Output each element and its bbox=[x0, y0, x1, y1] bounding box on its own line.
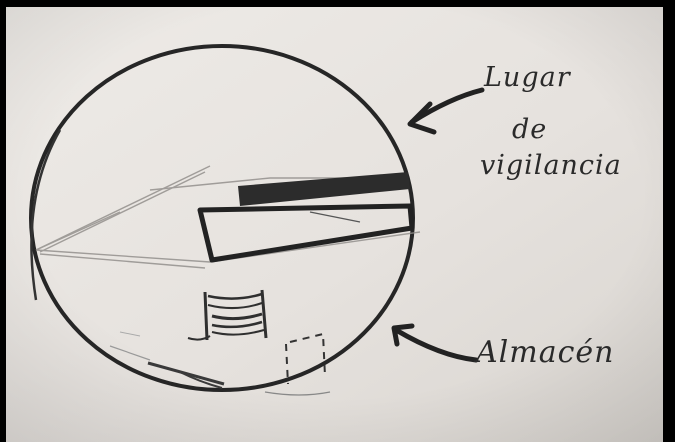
photo-border-right bbox=[663, 0, 675, 442]
photo-border-left bbox=[0, 0, 6, 442]
photo-border-top bbox=[0, 0, 675, 7]
label-storage: Almacén bbox=[476, 335, 614, 370]
label-surveillance-line2: de bbox=[512, 114, 547, 145]
label-surveillance-line1: Lugar bbox=[484, 62, 571, 93]
label-surveillance-line3: vigilancia bbox=[480, 150, 622, 181]
